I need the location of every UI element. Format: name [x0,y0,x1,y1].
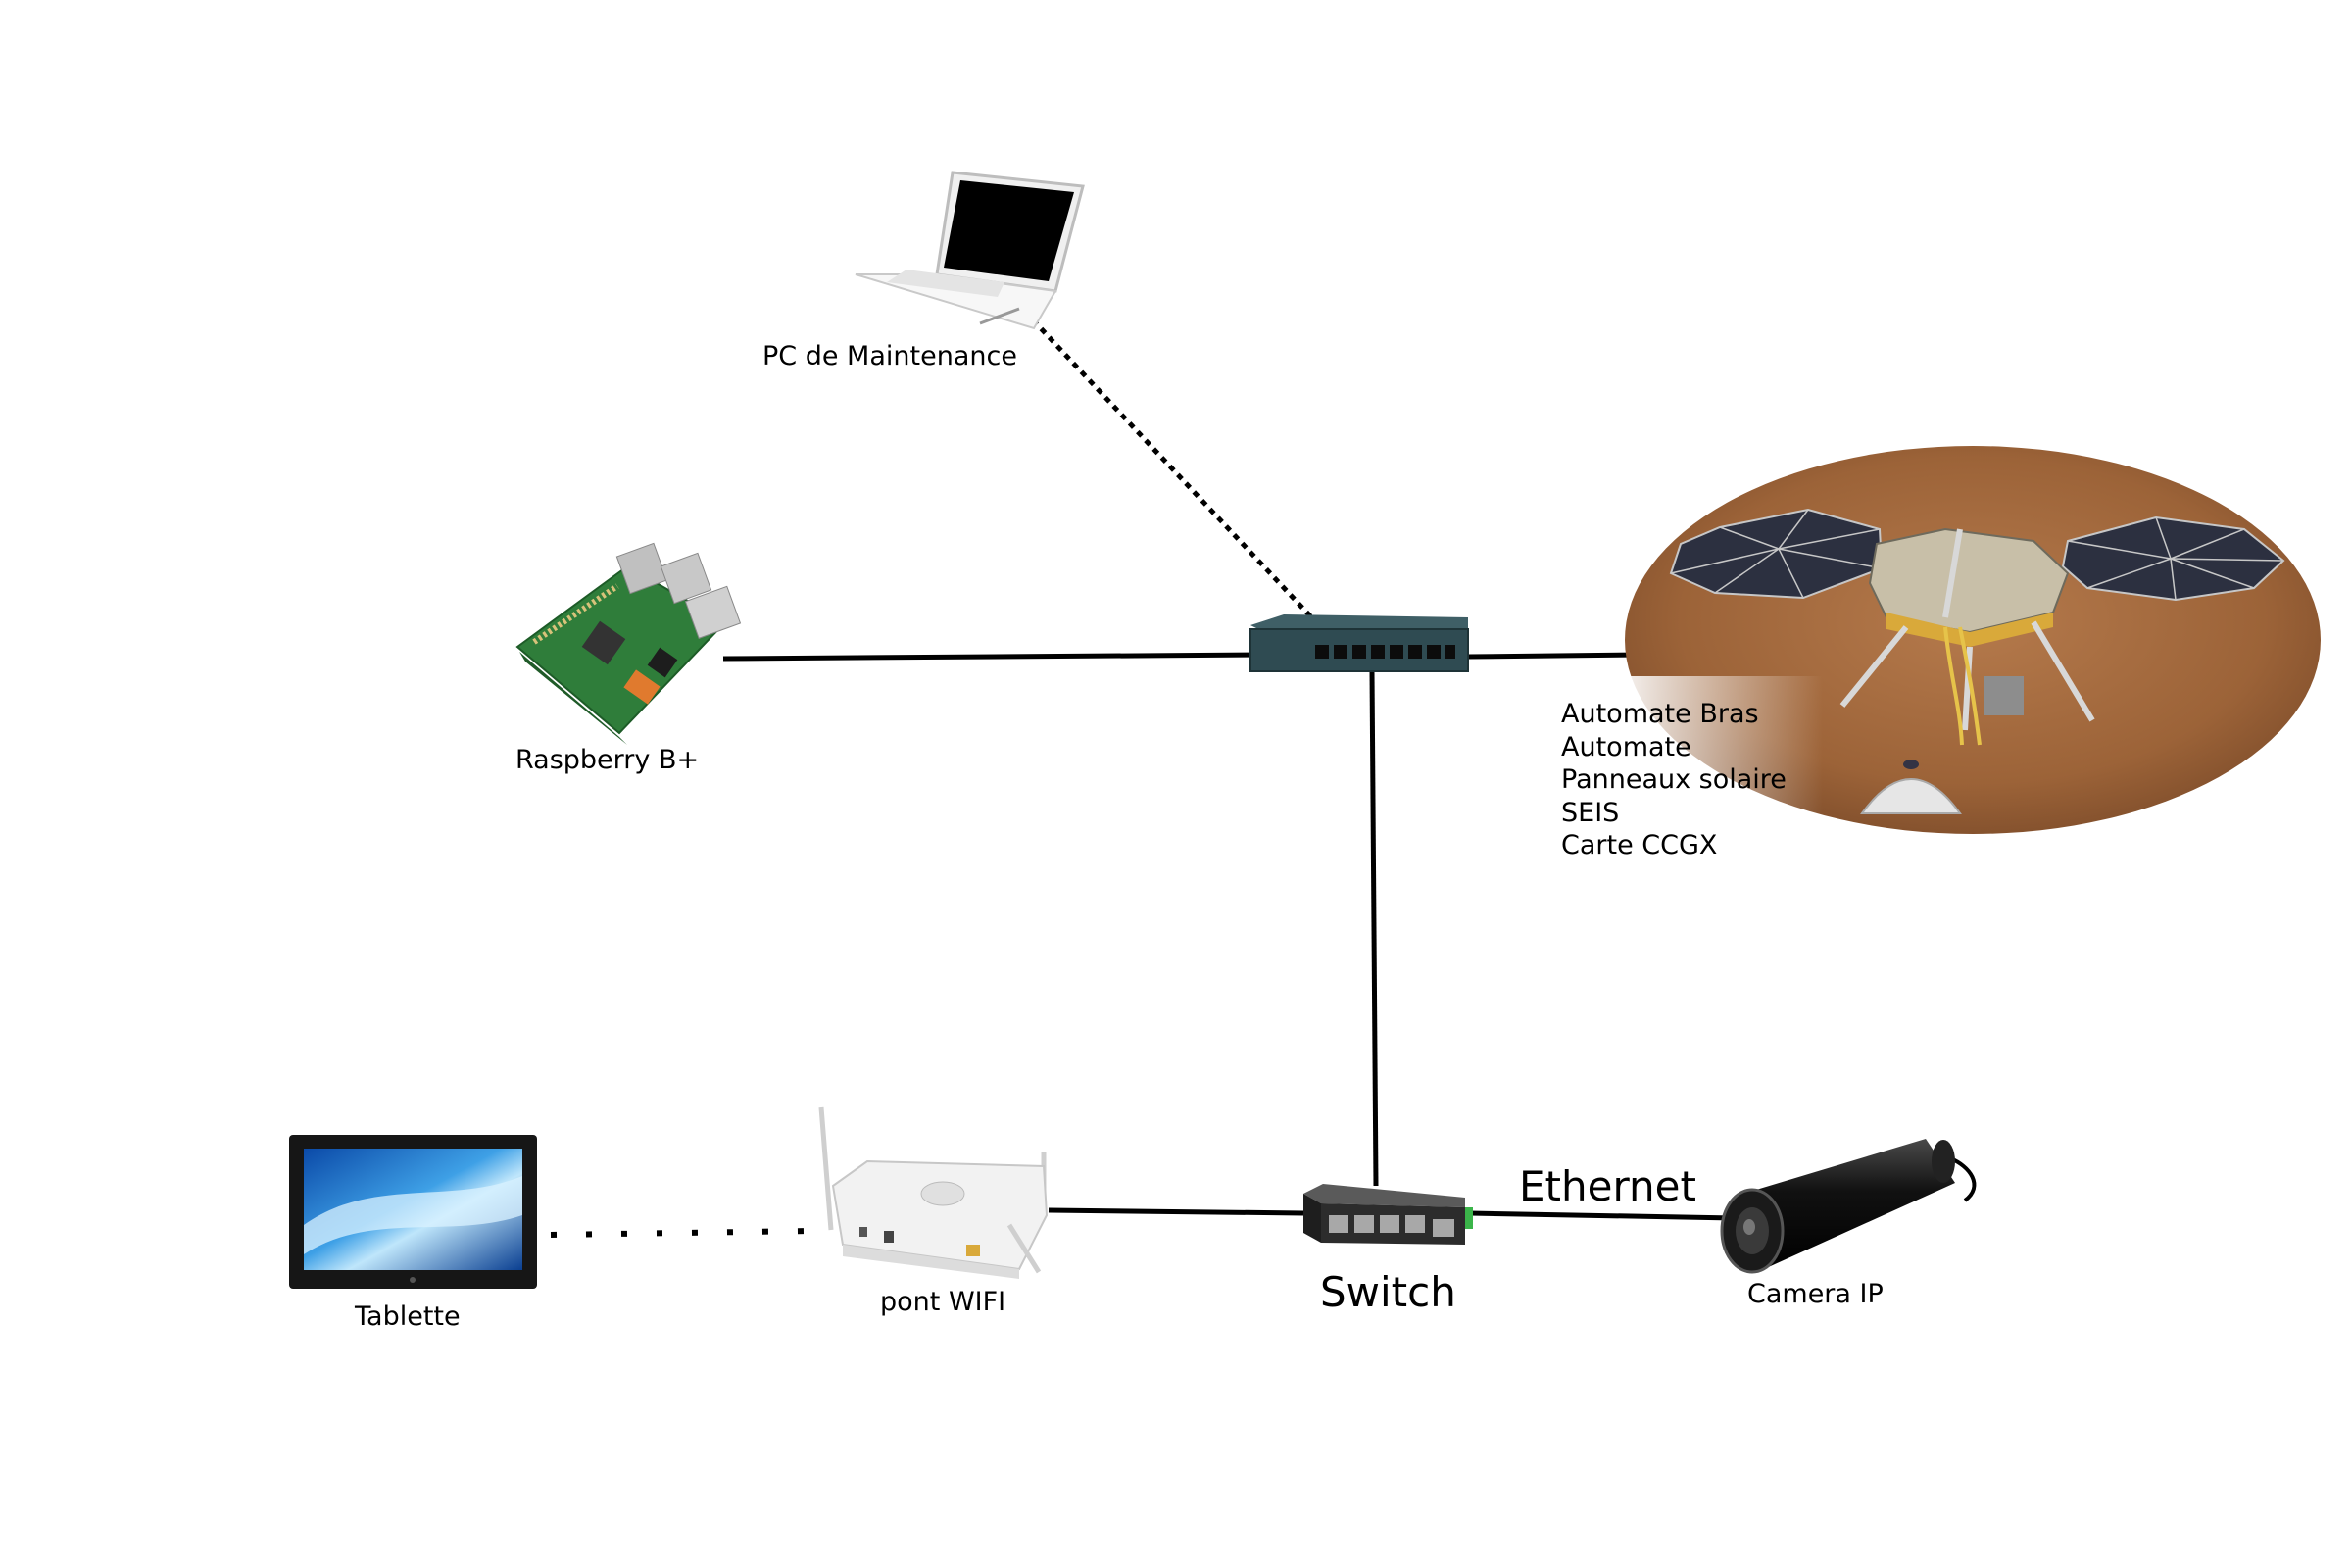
laptop-icon [855,171,1085,330]
lander-item: Panneaux solaire [1561,764,1787,795]
switch-label: Switch [1320,1268,1456,1316]
link-switch-to-camera [1469,1210,1736,1221]
lander-item: Automate Bras [1561,699,1759,729]
wifi-label: pont WIFI [880,1287,1006,1317]
network-switch-icon [1250,614,1469,672]
wifi-access-point-icon [818,1106,1049,1279]
link-tablet-to-wifi [550,1228,812,1238]
ethernet-link-label: Ethernet [1519,1162,1696,1210]
connections [550,310,1817,1238]
raspberry-pi-board-icon [515,542,742,745]
link-wifi-to-switch [1048,1207,1304,1216]
tablet-icon [289,1135,537,1289]
lander-item: Automate [1561,731,1691,762]
raspberry-label: Raspberry B+ [515,745,700,775]
ethernet-switch-icon [1303,1184,1473,1245]
ip-camera-icon [1720,1139,1977,1274]
camera-label: Camera IP [1747,1279,1884,1309]
link-pc-to-main-switch [1023,310,1318,624]
link-main-switch-to-switch [1369,670,1379,1187]
link-raspberry-to-main-switch [722,652,1265,662]
mars-lander-icon [1607,446,2321,862]
tablet-label: Tablette [355,1301,461,1332]
lander-component-list: Automate Bras Automate Panneaux solaire … [1561,698,1787,862]
pc-label: PC de Maintenance [762,341,1017,371]
lander-item: Carte CCGX [1561,830,1718,860]
lander-item: SEIS [1561,797,1620,828]
